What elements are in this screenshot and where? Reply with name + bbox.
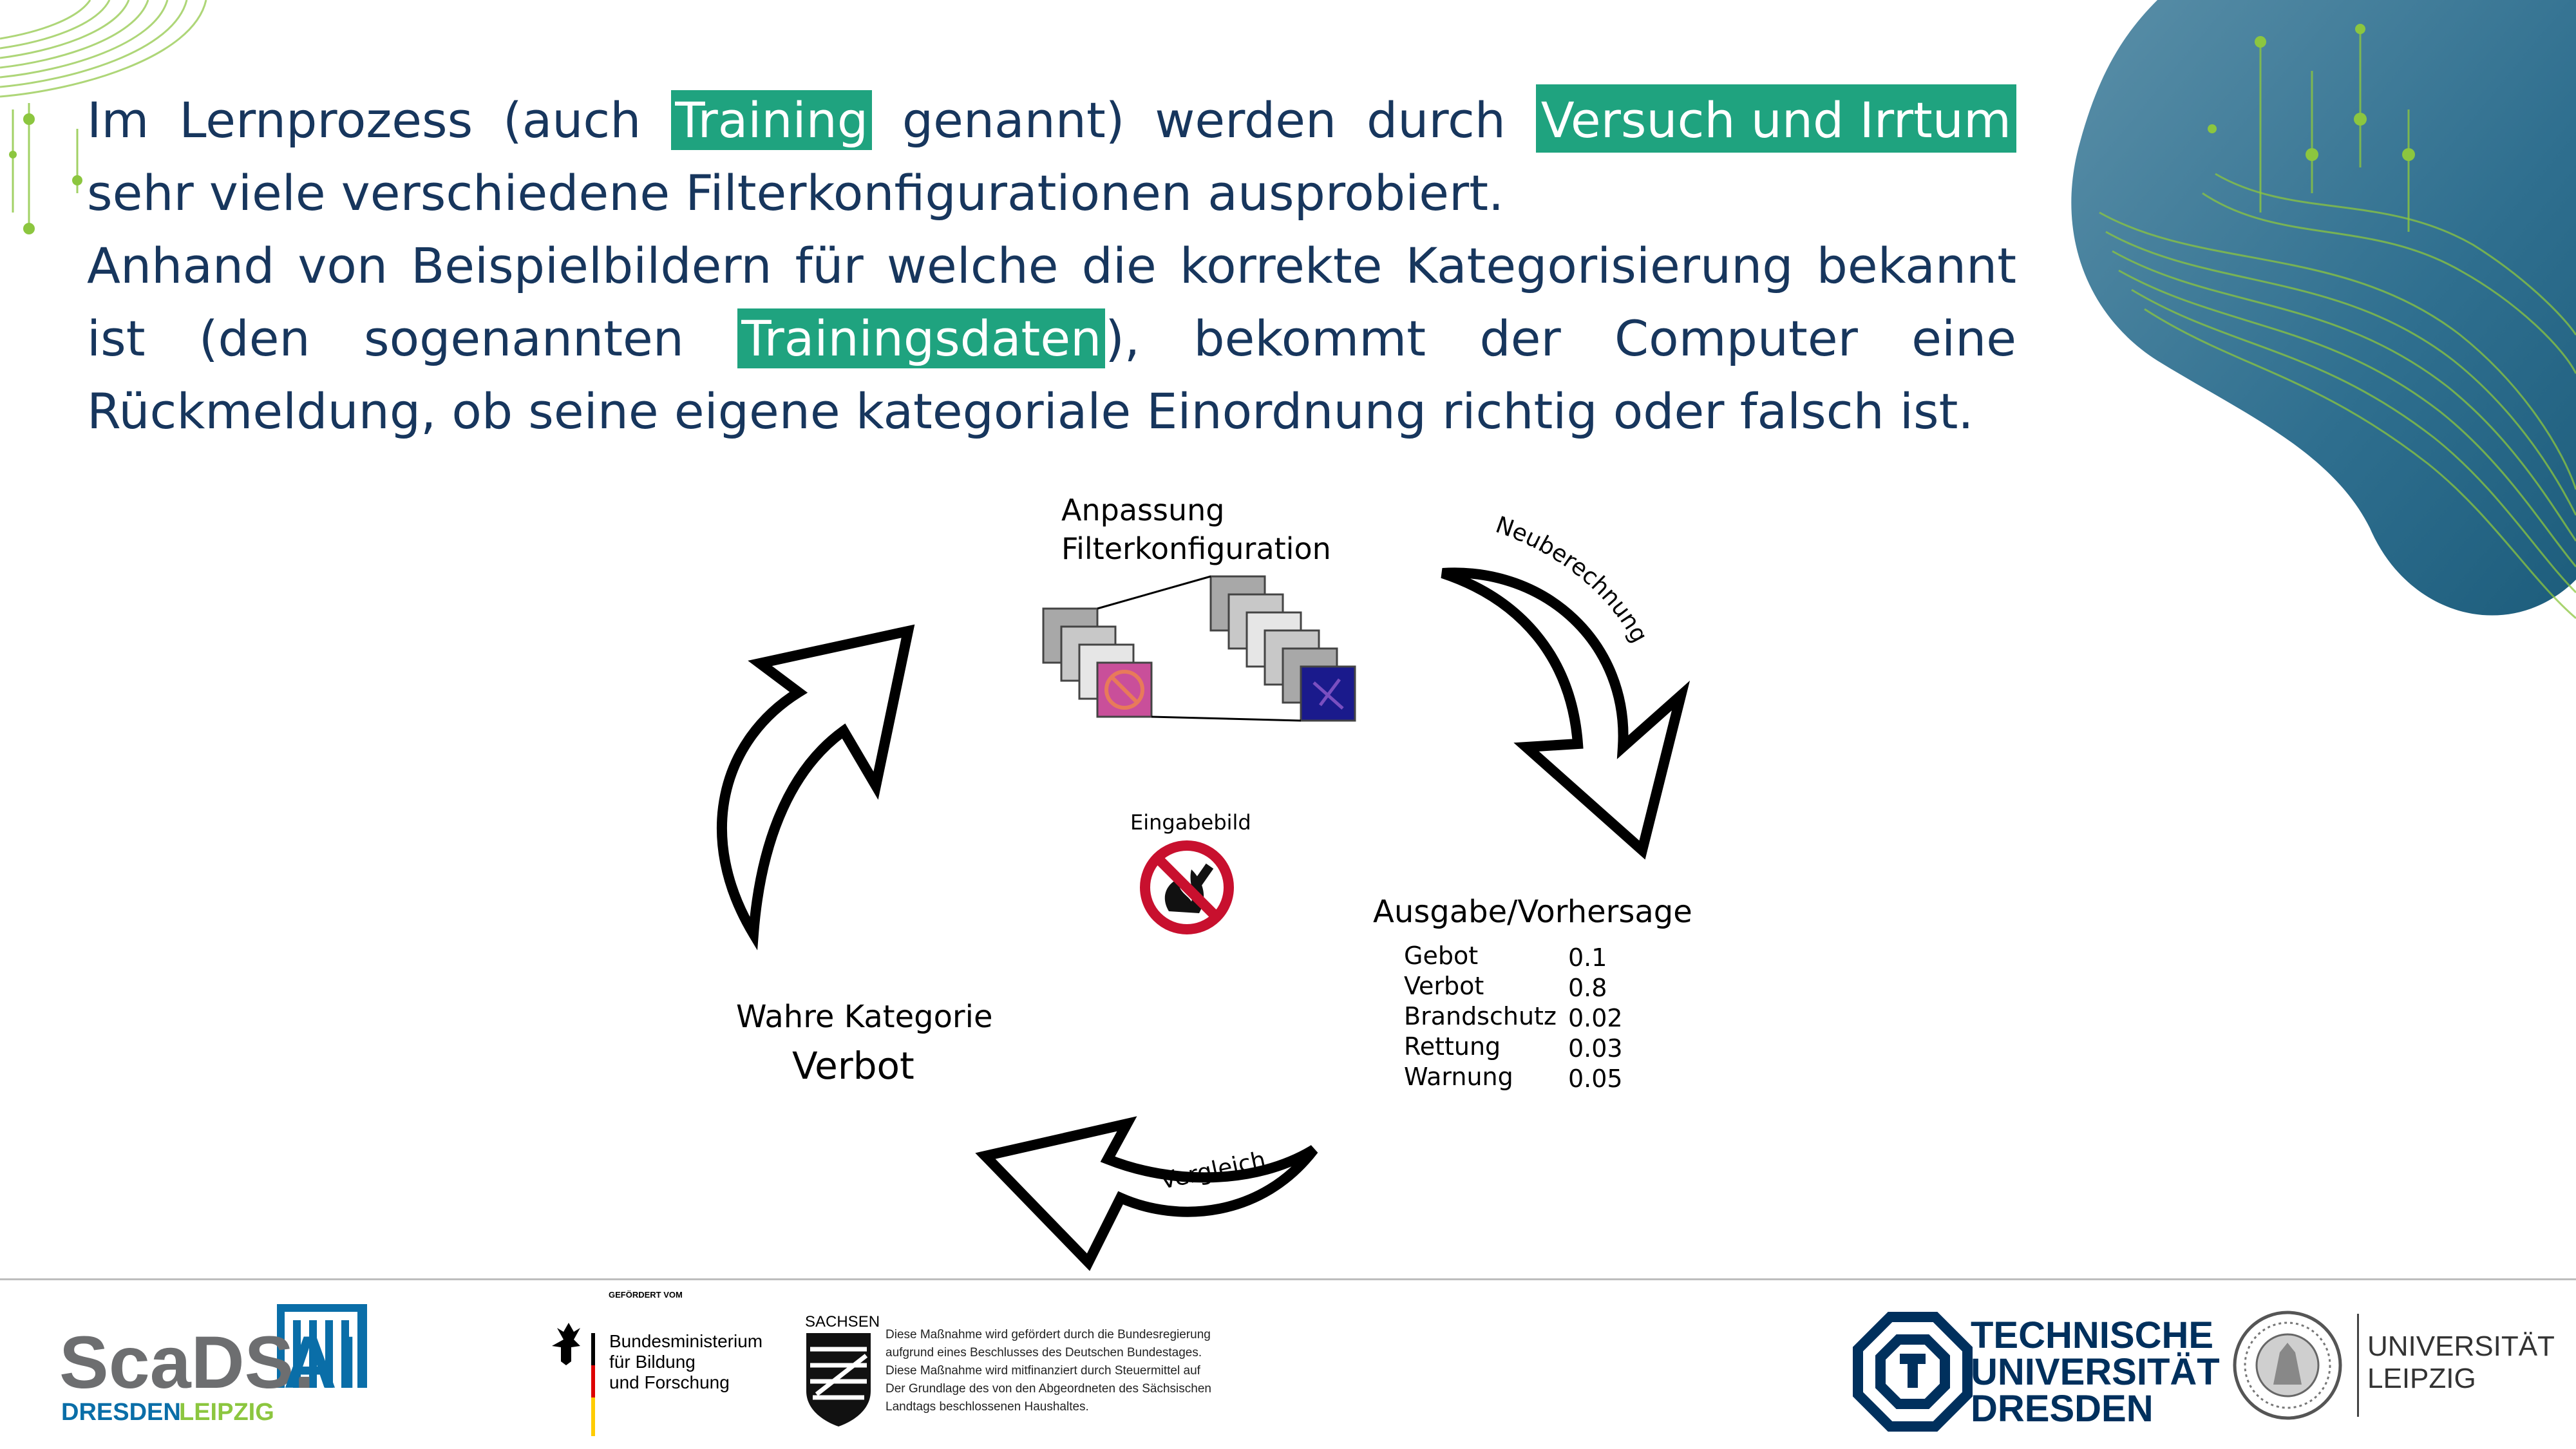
highlight-versuch-und-irrtum: Versuch und Irrtum <box>1535 84 2017 153</box>
gefoerdert-label: GEFÖRDERT VOM <box>609 1290 683 1300</box>
text-segment: genannt) werden durch <box>872 91 1536 149</box>
connector-line <box>1151 715 1302 722</box>
text-segment: Im Lernprozess (auch <box>87 91 672 149</box>
filter-stack-right <box>1209 575 1356 722</box>
wahre-kategorie-title: Wahre Kategorie <box>736 999 993 1035</box>
tud-line3: DRESDEN <box>1971 1388 2154 1430</box>
scads-sub-dresden: DRESDEN <box>61 1399 181 1426</box>
wahre-kategorie-value: Verbot <box>792 1044 914 1088</box>
intro-paragraph: Im Lernprozess (auch Training genannt) w… <box>87 84 2017 448</box>
uni-leipzig-seal-icon <box>2233 1311 2342 1420</box>
text-segment: Anhand von Beispielbildern für welche di… <box>87 237 2016 367</box>
funding-text-line: Der Grundlage des von den Abgeordneten d… <box>886 1382 1211 1396</box>
ausgabe-title: Ausgabe/Vorhersage <box>1373 894 1692 930</box>
input-image-prohibition-sign <box>1140 840 1234 934</box>
funding-text-line: aufgrund eines Beschlusses des Deutschen… <box>886 1346 1202 1359</box>
highlight-training: Training <box>671 90 873 150</box>
prediction-value: 0.05 <box>1568 1065 1623 1093</box>
tud-line1: TECHNISCHE <box>1971 1314 2213 1356</box>
decorative-blob-top-right <box>2071 0 2576 620</box>
footer-divider <box>0 1278 2576 1280</box>
arrow-anpassung <box>716 624 915 951</box>
sachsen-label: SACHSEN <box>805 1313 880 1331</box>
uni-leipzig-logo: UNIVERSITÄT LEIPZIG <box>2233 1311 2555 1420</box>
text-segment: sehr viele verschiedene Filterkonfigurat… <box>87 164 1504 222</box>
training-cycle-diagram: Anpassung Filterkonfiguration Neuberechn… <box>716 493 1692 1271</box>
funding-text-line: Landtags beschlossenen Haushaltes. <box>886 1400 1089 1414</box>
footer-logos: ScaDS. AI DRESDEN LEIPZIG GEFÖRDERT VOM … <box>59 1290 2555 1436</box>
scads-wordmark: ScaDS. <box>59 1321 314 1404</box>
eagle-icon <box>552 1323 580 1365</box>
connector-line <box>1097 575 1211 610</box>
funding-text-line: Diese Maßnahme wird gefördert durch die … <box>886 1328 1211 1341</box>
bmbf-line3: und Forschung <box>609 1372 730 1392</box>
prediction-value: 0.1 <box>1568 943 1607 972</box>
prediction-table: Gebot 0.1 Verbot 0.8 Brandschutz 0.02 Re… <box>1404 942 1623 1093</box>
filter-stack-left <box>1042 607 1153 718</box>
sachsen-logo: SACHSEN Diese Maßnahme wird gefördert du… <box>805 1313 1211 1426</box>
scads-sub-leipzig: LEIPZIG <box>179 1399 274 1426</box>
anpassung-label-line2: Filterkonfiguration <box>1061 531 1331 566</box>
prediction-value: 0.8 <box>1568 974 1607 1002</box>
tu-dresden-logo: TECHNISCHE UNIVERSITÄT DRESDEN <box>1853 1312 2220 1432</box>
arrow-neuberechnung <box>1441 567 1690 860</box>
bmbf-line2: für Bildung <box>609 1352 696 1372</box>
paragraph-line-2: Anhand von Beispielbildern für welche di… <box>87 229 2016 448</box>
prediction-value: 0.02 <box>1568 1004 1623 1032</box>
tud-line2: UNIVERSITÄT <box>1971 1351 2220 1393</box>
scads-ai-logo: ScaDS. AI DRESDEN LEIPZIG <box>59 1304 367 1426</box>
arrow-vergleich <box>975 1116 1318 1271</box>
text-segment: ), bekommt der Computer eine Rückmeldung… <box>87 310 2016 440</box>
scads-ai-letters: AI <box>283 1321 357 1404</box>
prediction-label: Brandschutz <box>1404 1002 1557 1030</box>
prediction-value: 0.03 <box>1568 1034 1623 1063</box>
ul-line2: LEIPZIG <box>2367 1363 2476 1394</box>
highlight-trainingsdaten: Trainingsdaten <box>737 308 1106 368</box>
prediction-label: Rettung <box>1404 1032 1501 1061</box>
prediction-label: Verbot <box>1404 972 1484 1000</box>
paragraph-line-1: Im Lernprozess (auch Training genannt) w… <box>87 84 2017 229</box>
tu-dresden-emblem-icon <box>1853 1312 1973 1432</box>
funding-text-line: Diese Maßnahme wird mitfinanziert durch … <box>886 1364 1201 1378</box>
bmbf-logo: GEFÖRDERT VOM Bundesministerium für Bild… <box>552 1290 762 1436</box>
decorative-lines-top-left <box>0 0 207 234</box>
prediction-label: Warnung <box>1404 1063 1513 1091</box>
eingabebild-label: Eingabebild <box>1130 810 1251 835</box>
anpassung-label-line1: Anpassung <box>1061 493 1224 527</box>
prediction-label: Gebot <box>1404 942 1478 970</box>
bmbf-line1: Bundesministerium <box>609 1331 762 1351</box>
ul-line1: UNIVERSITÄT <box>2367 1331 2555 1362</box>
